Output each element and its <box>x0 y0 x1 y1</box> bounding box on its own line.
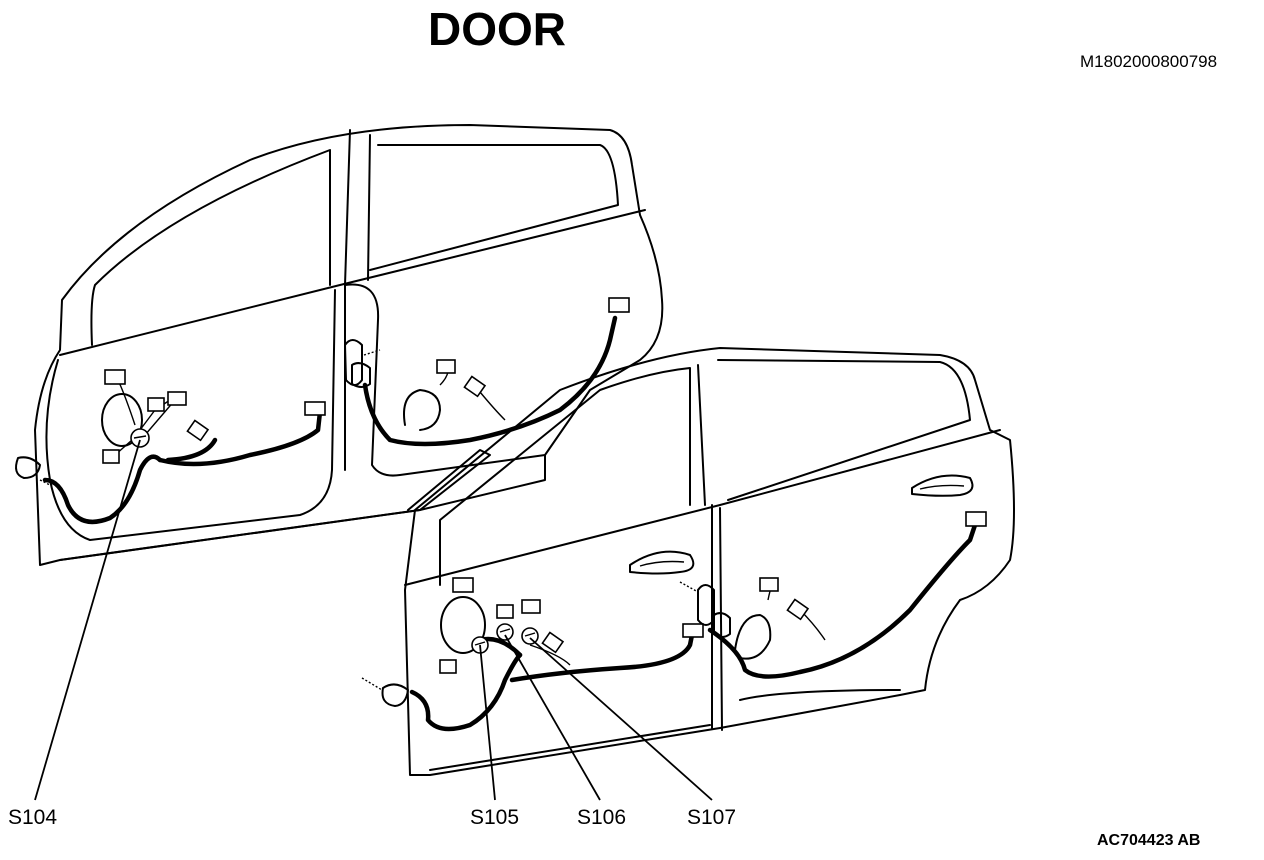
leader-s105 <box>479 644 496 801</box>
left-car-body <box>34 124 664 566</box>
right-car-body <box>404 347 1015 776</box>
document-code: M1802000800798 <box>1080 52 1218 71</box>
callout-s107: S107 <box>687 806 737 829</box>
harness-front-door-lower <box>361 577 704 732</box>
diagram-title: DOOR <box>428 3 566 55</box>
harness-rear-door-upper <box>344 297 630 447</box>
leader-s104 <box>34 439 141 801</box>
leader-s107 <box>529 637 713 801</box>
callout-s105: S105 <box>470 806 520 829</box>
callout-s106: S106 <box>577 806 627 829</box>
figure-code: AC704423 AB <box>1097 832 1201 849</box>
harness-front-door <box>15 369 326 525</box>
leader-s106 <box>504 634 601 801</box>
harness-rear-door-lower <box>679 511 987 679</box>
callout-s104: S104 <box>8 806 58 829</box>
